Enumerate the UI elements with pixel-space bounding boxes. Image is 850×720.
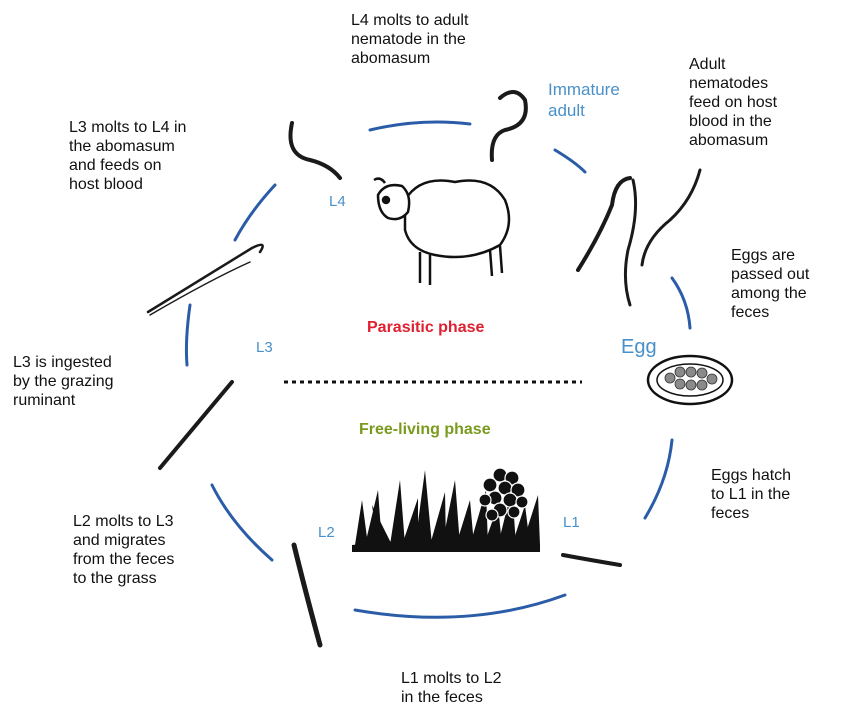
stage-label-l1: L1 <box>563 514 580 531</box>
worm-icon <box>640 168 702 267</box>
cycle-arc <box>553 148 587 174</box>
cycle-arc <box>233 183 277 242</box>
stage-label-l4: L4 <box>329 193 346 210</box>
phase-label-parasitic: Parasitic phase <box>367 319 485 336</box>
stage-label-l2: L2 <box>318 524 335 541</box>
text-l3-to-l4: L3 molts to L4 in the abomasum and feeds… <box>69 119 187 193</box>
text-l2-to-l3: L2 molts to L3 and migrates from the fec… <box>73 513 175 587</box>
text-l3-ingested: L3 is ingested by the grazing ruminant <box>13 354 114 409</box>
larva-icon <box>149 261 251 316</box>
text-l4-to-adult: L4 molts to adult nematode in the abomas… <box>351 12 469 67</box>
phase-label-free-living: Free-living phase <box>359 421 491 438</box>
sheep-icon <box>373 177 511 285</box>
text-l1-to-l2: L1 molts to L2 in the feces <box>401 670 502 706</box>
worm-icon <box>623 178 638 307</box>
cycle-arc <box>643 438 674 520</box>
text-eggs-hatch: Eggs hatch to L1 in the feces <box>711 467 792 522</box>
cycle-arc <box>210 483 274 562</box>
cycle-arc <box>670 276 692 330</box>
text-eggs-passed: Eggs are passed out among the feces <box>731 247 810 321</box>
worm-icon <box>288 121 342 180</box>
worm-icon <box>576 176 632 272</box>
larva-icon <box>146 243 264 314</box>
larva-icon <box>158 380 234 470</box>
stage-label-egg: Egg <box>621 336 657 358</box>
cycle-arc <box>353 593 567 619</box>
worm-icon <box>489 90 528 162</box>
cycle-arc <box>368 120 472 132</box>
cycle-arc <box>184 303 192 367</box>
stage-label-l3: L3 <box>256 339 273 356</box>
feces-icon <box>478 467 529 522</box>
worms <box>146 90 702 648</box>
larva-icon <box>291 542 323 648</box>
larva-icon <box>561 553 622 567</box>
stage-label-immature-adult: Immature adult <box>548 80 620 120</box>
cycle-arcs <box>184 120 692 619</box>
egg-icon <box>646 354 734 406</box>
text-adults-feed: Adult nematodes feed on host blood in th… <box>689 56 778 149</box>
